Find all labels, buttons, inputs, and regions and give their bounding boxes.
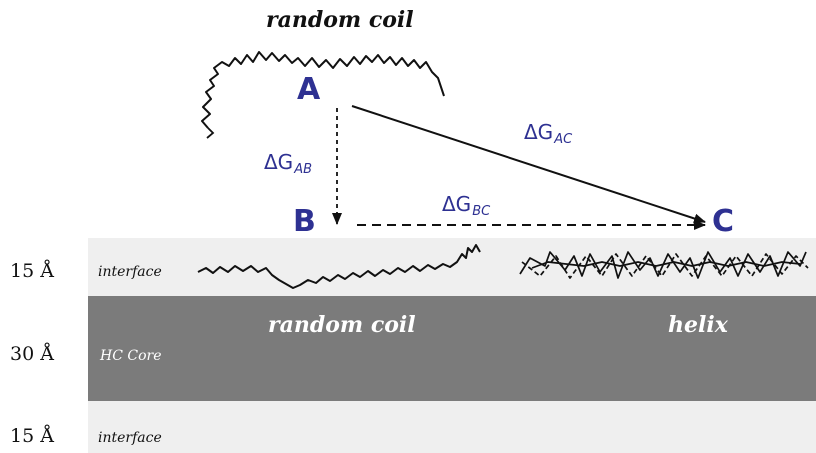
energy-ac-subscript: AC: [554, 132, 573, 147]
core-random-coil-label: random coil: [268, 312, 416, 338]
energy-ab-label: ΔGAB: [264, 150, 312, 177]
arrow-a-to-c: [351, 105, 706, 224]
top-interface-label: interface: [98, 264, 162, 280]
energy-ab-subscript: AB: [294, 162, 312, 177]
top-interface-band: [88, 238, 816, 296]
node-b: B: [293, 204, 316, 239]
core-helix-label: helix: [668, 312, 728, 338]
solution-random-coil-tail: [206, 127, 215, 139]
node-c: C: [712, 204, 735, 239]
bottom-interface-band: [88, 401, 816, 453]
energy-bc-label: ΔGBC: [442, 192, 490, 219]
energy-ac-symbol: ΔG: [524, 120, 554, 144]
solution-state-label: random coil: [266, 7, 414, 33]
core-thickness: 30 Å: [10, 343, 54, 365]
solution-random-coil: [201, 51, 445, 129]
energy-ac-label: ΔGAC: [524, 120, 572, 147]
core-label: HC Core: [100, 348, 162, 364]
energy-ab-symbol: ΔG: [264, 150, 294, 174]
bottom-interface-thickness: 15 Å: [10, 425, 54, 447]
energy-bc-symbol: ΔG: [442, 192, 472, 216]
bottom-interface-label: interface: [98, 430, 162, 446]
energy-bc-subscript: BC: [472, 204, 491, 219]
interface-random-coil: [197, 244, 481, 289]
interface-helix: [519, 251, 809, 279]
top-interface-thickness: 15 Å: [10, 260, 54, 282]
hc-core-band: [88, 296, 816, 401]
node-a: A: [297, 72, 321, 107]
